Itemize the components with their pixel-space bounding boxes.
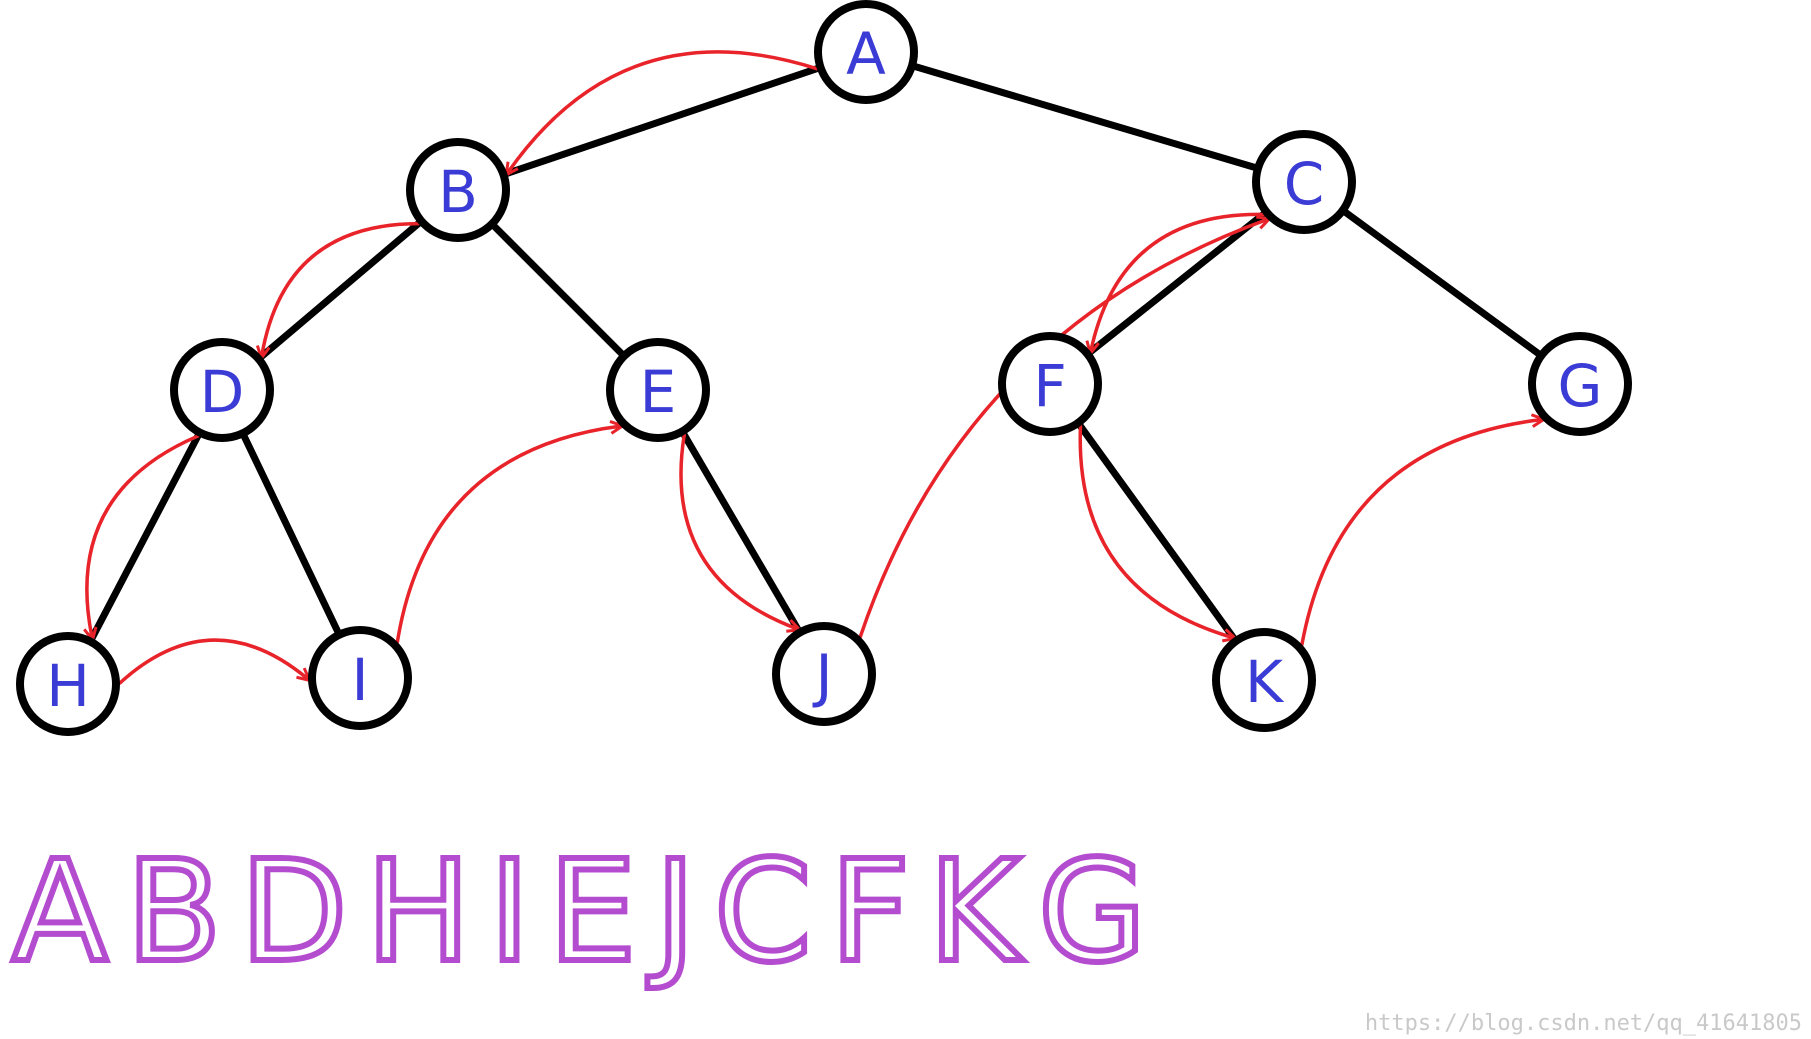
edge-A-B [499, 63, 825, 179]
node-K: K [1212, 628, 1316, 732]
node-label-C: C [1284, 150, 1325, 218]
node-I: I [308, 626, 412, 730]
node-label-A: A [846, 20, 886, 88]
watermark-url: https://blog.csdn.net/qq_41641805 [1365, 1011, 1802, 1036]
edge-B-E [488, 220, 628, 360]
node-circle-C [1252, 130, 1356, 234]
node-label-E: E [640, 358, 677, 426]
node-H: H [16, 632, 120, 736]
traversal-arrow-K-G [1300, 420, 1542, 647]
node-circle-E [606, 338, 710, 442]
tree-edges [86, 62, 1545, 645]
traversal-arrow-B-D [262, 221, 421, 357]
edge-B-D [255, 217, 425, 363]
traversal-arrow-A-B [507, 50, 819, 173]
node-F: F [998, 332, 1102, 436]
node-A: A [814, 0, 918, 104]
tree-nodes: A B C D E F G H I J K [16, 0, 1632, 736]
edge-A-C [908, 62, 1262, 172]
node-circle-D [170, 338, 274, 442]
edge-D-H [86, 429, 204, 645]
traversal-arrow-I-E [395, 426, 620, 644]
node-label-J: J [812, 642, 832, 710]
node-label-B: B [438, 158, 478, 226]
node-circle-G [1528, 332, 1632, 436]
node-D: D [170, 338, 274, 442]
node-circle-B [406, 138, 510, 242]
edge-C-F [1084, 208, 1270, 358]
node-circle-A [814, 0, 918, 104]
node-B: B [406, 138, 510, 242]
node-label-D: D [200, 358, 245, 426]
node-label-K: K [1245, 648, 1285, 716]
node-E: E [606, 338, 710, 442]
node-circle-F [998, 332, 1102, 436]
node-label-H: H [46, 652, 90, 720]
edge-E-J [678, 427, 804, 637]
node-circle-J [772, 622, 876, 726]
node-circle-K [1212, 628, 1316, 732]
traversal-sequence-text: ABDHIEJCFKG [12, 831, 1165, 994]
node-circle-I [308, 626, 412, 730]
traversal-arrow-H-I [118, 638, 308, 685]
traversal-arrow-D-H [87, 434, 200, 638]
edge-F-K [1074, 419, 1240, 645]
node-label-F: F [1033, 352, 1066, 420]
traversal-arrow-E-J [679, 433, 798, 629]
node-J: J [772, 622, 876, 726]
node-C: C [1252, 130, 1356, 234]
node-circle-H [16, 632, 120, 736]
traversal-arrow-F-K [1078, 424, 1233, 638]
traversal-arrow-C-F [1091, 212, 1266, 351]
node-G: G [1528, 332, 1632, 436]
edge-D-I [239, 429, 343, 639]
edge-C-G [1339, 206, 1545, 360]
node-label-I: I [351, 646, 368, 714]
node-label-G: G [1558, 352, 1603, 420]
